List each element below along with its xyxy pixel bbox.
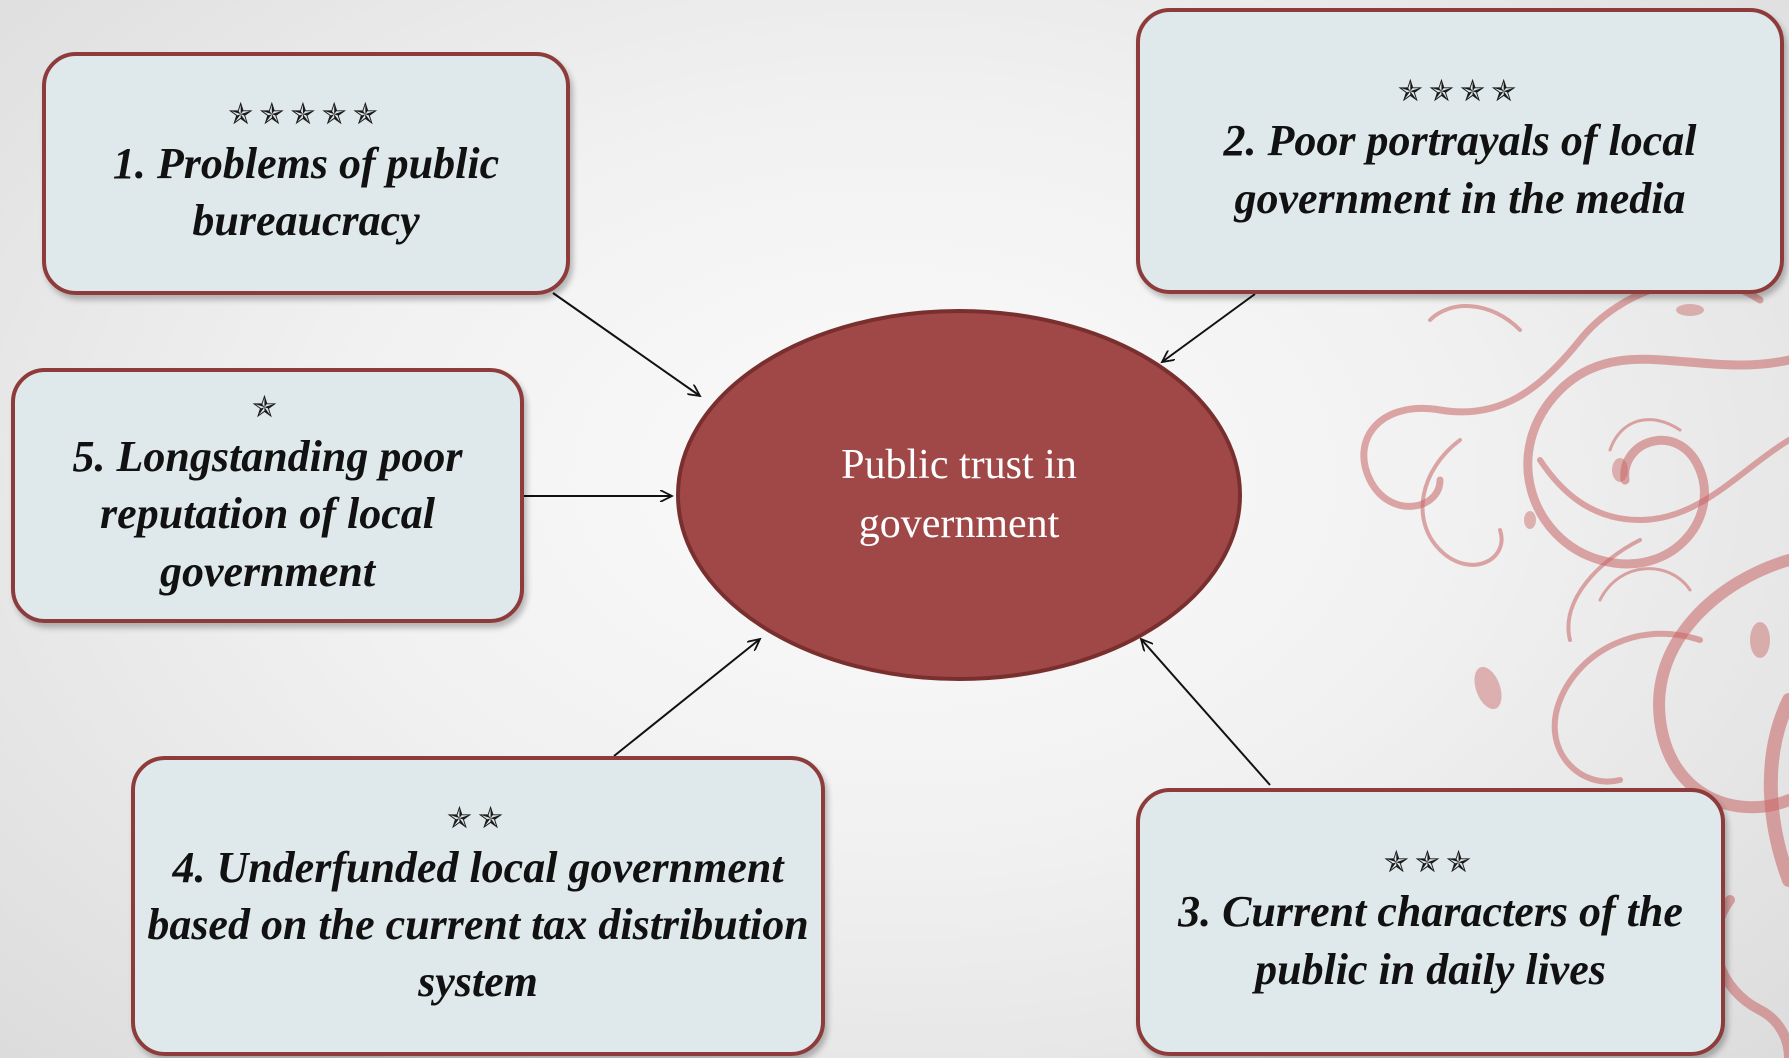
factor-box-5: ✯ 5. Longstanding poor reputation of loc…	[11, 368, 524, 623]
arrow-factor-4	[613, 639, 760, 757]
rating-stars: ✯	[251, 391, 284, 425]
rating-stars: ✯✯✯✯✯	[228, 97, 384, 131]
central-concept-label: Public trust in government	[841, 442, 1077, 547]
factor-box-1: ✯✯✯✯✯ 1. Problems of public bureaucracy	[42, 52, 570, 295]
central-ellipse	[676, 309, 1242, 681]
factor-label: 4. Underfunded local government based on…	[147, 842, 809, 1007]
factor-label: 2. Poor portrayals of local government i…	[1223, 116, 1697, 223]
factor-box-2: ✯✯✯✯ 2. Poor portrayals of local governm…	[1136, 8, 1784, 294]
factor-label: 1. Problems of public bureaucracy	[112, 138, 500, 245]
arrow-factor-1	[552, 292, 700, 396]
rating-stars: ✯✯	[446, 801, 510, 835]
factor-box-3: ✯✯✯ 3. Current characters of the public …	[1136, 788, 1725, 1056]
factor-box-4: ✯✯ 4. Underfunded local government based…	[131, 756, 825, 1056]
rating-stars: ✯✯✯	[1383, 846, 1478, 880]
central-concept-node: Public trust in government	[674, 307, 1244, 683]
rating-stars: ✯✯✯✯	[1397, 75, 1523, 109]
arrow-factor-2	[1162, 293, 1256, 362]
factor-label: 3. Current characters of the public in d…	[1178, 887, 1683, 994]
factor-label: 5. Longstanding poor reputation of local…	[72, 432, 463, 596]
arrow-factor-3	[1141, 639, 1271, 786]
